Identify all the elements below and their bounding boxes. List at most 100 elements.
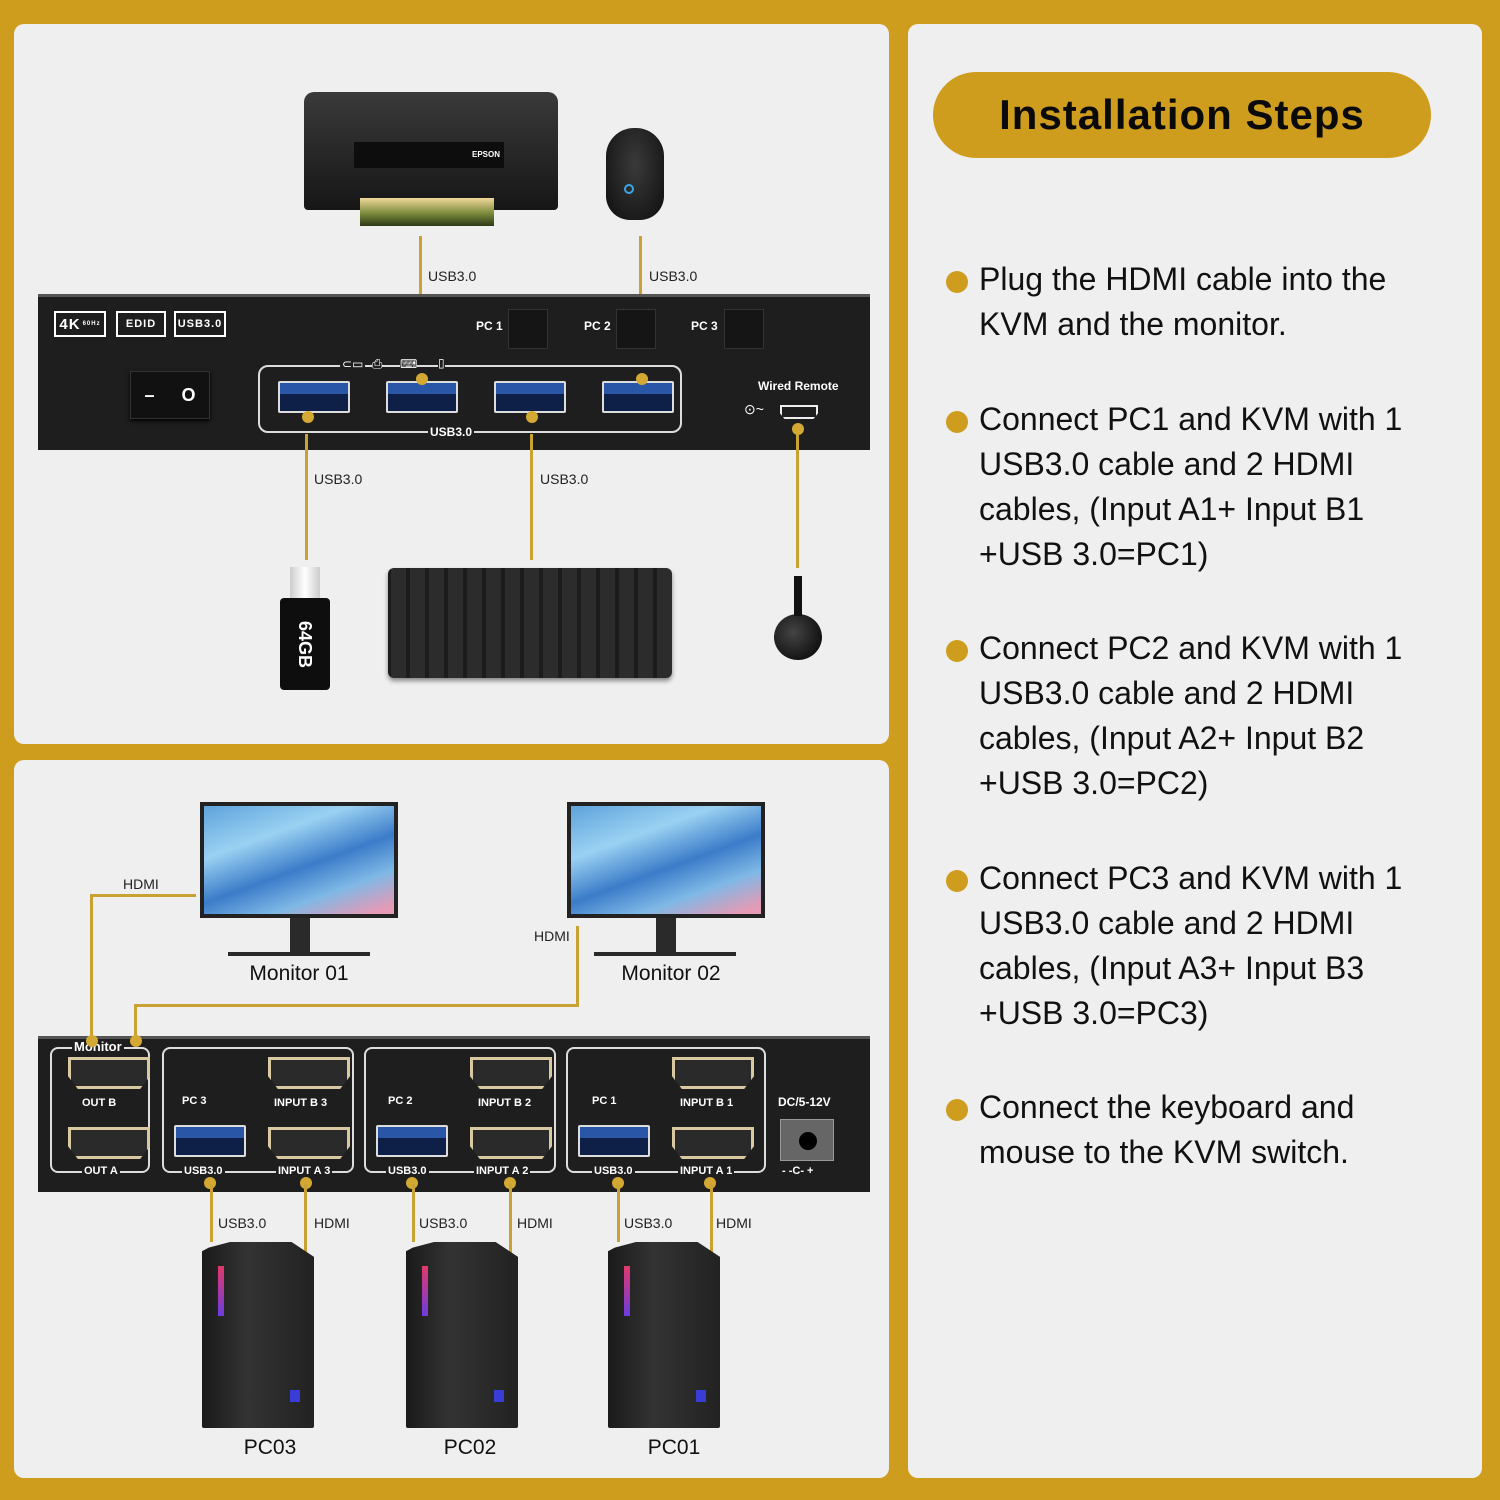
- pc01-usb-cable: [617, 1184, 620, 1242]
- kvm-front-panel: 4K 60Hz EDID USB3.0 – O PC 1 PC 2 PC 3 ⊂…: [38, 294, 870, 450]
- pc02-tower: [406, 1242, 518, 1428]
- input-b3-port[interactable]: [268, 1057, 350, 1089]
- keyboard-image: [388, 568, 672, 678]
- input-b2-port[interactable]: [470, 1057, 552, 1089]
- remote-icon: ⊙~: [744, 401, 764, 417]
- pc2-button-label: PC 2: [584, 319, 611, 333]
- printer-brand: EPSON: [472, 150, 501, 159]
- front-panel-diagram: EPSON USB3.0 USB3.0 4K 60Hz EDID USB3.0 …: [14, 24, 889, 744]
- input-a2-port[interactable]: [470, 1127, 552, 1159]
- usb-drive-cable-label: USB3.0: [314, 471, 363, 487]
- keyboard-icon: ⌨: [400, 357, 418, 371]
- wired-remote-label: Wired Remote: [758, 379, 839, 393]
- out-a-port[interactable]: [68, 1127, 150, 1159]
- usb-port-1[interactable]: [278, 381, 350, 413]
- dc-jack-hole: [799, 1132, 817, 1150]
- pc3-button-label: PC 3: [691, 319, 718, 333]
- remote-cable: [796, 434, 799, 568]
- usb-port-4[interactable]: [602, 381, 674, 413]
- pc3-port-group: [162, 1047, 354, 1173]
- usb-group-label: USB3.0: [428, 425, 475, 439]
- input-a3-label: INPUT A 3: [276, 1165, 333, 1177]
- pc03-led: [218, 1266, 224, 1316]
- pc02-hdmi-label: HDMI: [517, 1215, 553, 1231]
- pc2-button[interactable]: [616, 309, 656, 349]
- monitor-02-label: Monitor 02: [621, 962, 721, 985]
- pc03-tower: [202, 1242, 314, 1428]
- pc03-usb-label: USB3.0: [218, 1215, 267, 1231]
- keyboard-cable-label: USB3.0: [540, 471, 589, 487]
- pc02-led: [422, 1266, 428, 1316]
- pc01-tower: [608, 1242, 720, 1428]
- pc2-port-group: [364, 1047, 556, 1173]
- wired-remote-image: [774, 614, 822, 660]
- input-b2-label: INPUT B 2: [476, 1097, 534, 1109]
- pc03-label: PC03: [243, 1436, 297, 1459]
- printed-photo: [360, 198, 494, 226]
- input-b1-label: INPUT B 1: [678, 1097, 736, 1109]
- monitor-02-base: [594, 952, 736, 956]
- usb-port-2[interactable]: [386, 381, 458, 413]
- mouse-image: [606, 128, 664, 220]
- usb-drive-icon: ⊂▭: [340, 357, 366, 371]
- power-switch[interactable]: – O: [130, 371, 210, 419]
- monitor-01-screen: [200, 802, 398, 918]
- out-b-label: OUT B: [80, 1097, 119, 1109]
- pc01-usb-label: USB3.0: [624, 1215, 673, 1231]
- pc03-hdmi-cable: [304, 1184, 307, 1260]
- printer-icon: ⎙: [372, 356, 383, 372]
- step-item: Connect PC1 and KVM with 1 USB3.0 cable …: [946, 397, 1446, 577]
- printer-cable-dot: [416, 373, 428, 385]
- pc3-hdmi-dot: [300, 1177, 312, 1189]
- badge-edid: EDID: [116, 311, 166, 337]
- monitor-01-cable-v: [90, 894, 93, 1038]
- pc2-usb-dot: [406, 1177, 418, 1189]
- monitor-02-cable-h: [134, 1004, 579, 1007]
- dc-power-jack[interactable]: [780, 1119, 834, 1161]
- input-a1-port[interactable]: [672, 1127, 754, 1159]
- step-item: Connect PC3 and KVM with 1 USB3.0 cable …: [946, 856, 1446, 1036]
- pc3-usb-port[interactable]: [174, 1125, 246, 1157]
- usb-drive-capacity: 64GB: [295, 620, 316, 668]
- out-b-cable-dot: [130, 1035, 142, 1047]
- out-a-cable-dot: [86, 1035, 98, 1047]
- input-b1-port[interactable]: [672, 1057, 754, 1089]
- pc2-usb-port[interactable]: [376, 1125, 448, 1157]
- badge-4k: 4K 60Hz: [54, 311, 106, 337]
- badge-usb3: USB3.0: [174, 311, 226, 337]
- pc01-hdmi-cable: [710, 1184, 713, 1260]
- pc1-usb-port[interactable]: [578, 1125, 650, 1157]
- pc03-usb-cable: [210, 1184, 213, 1242]
- usb-drive-body: 64GB: [280, 598, 330, 690]
- keyboard-cable: [530, 434, 533, 560]
- wired-remote-cord: [794, 576, 802, 616]
- pc01-hdmi-label: HDMI: [716, 1215, 752, 1231]
- usb-port-3[interactable]: [494, 381, 566, 413]
- pc01-label: PC01: [647, 1436, 701, 1459]
- monitor-01-cable-h: [90, 894, 196, 897]
- monitor-02-stand: [656, 918, 676, 954]
- pc3-button[interactable]: [724, 309, 764, 349]
- pc02-usb-cable: [412, 1184, 415, 1242]
- pc3-usb-label: USB3.0: [182, 1165, 225, 1177]
- pc1-hdmi-dot: [704, 1177, 716, 1189]
- input-a3-port[interactable]: [268, 1127, 350, 1159]
- pc1-button[interactable]: [508, 309, 548, 349]
- input-a1-label: INPUT A 1: [678, 1165, 735, 1177]
- remote-port[interactable]: [780, 405, 818, 419]
- pc3-group-label: PC 3: [180, 1095, 209, 1107]
- power-input-label: DC/5-12V: [778, 1095, 831, 1109]
- pc03-logo-icon: [290, 1390, 300, 1402]
- monitor-02-screen: [567, 802, 765, 918]
- mouse-cable-label: USB3.0: [649, 268, 698, 284]
- pc2-group-label: PC 2: [386, 1095, 415, 1107]
- keyboard-cable-dot: [526, 411, 538, 423]
- input-a2-label: INPUT A 2: [474, 1165, 531, 1177]
- out-b-port[interactable]: [68, 1057, 150, 1089]
- steps-title: Installation Steps: [933, 72, 1431, 158]
- usb-drive-cable: [305, 434, 308, 560]
- pc1-button-label: PC 1: [476, 319, 503, 333]
- monitor-01-stand: [290, 918, 310, 954]
- monitor-02-cable-label: HDMI: [534, 928, 570, 944]
- kvm-back-panel: Monitor OUT B OUT A PC 3 USB3.0 INPUT B …: [38, 1035, 870, 1192]
